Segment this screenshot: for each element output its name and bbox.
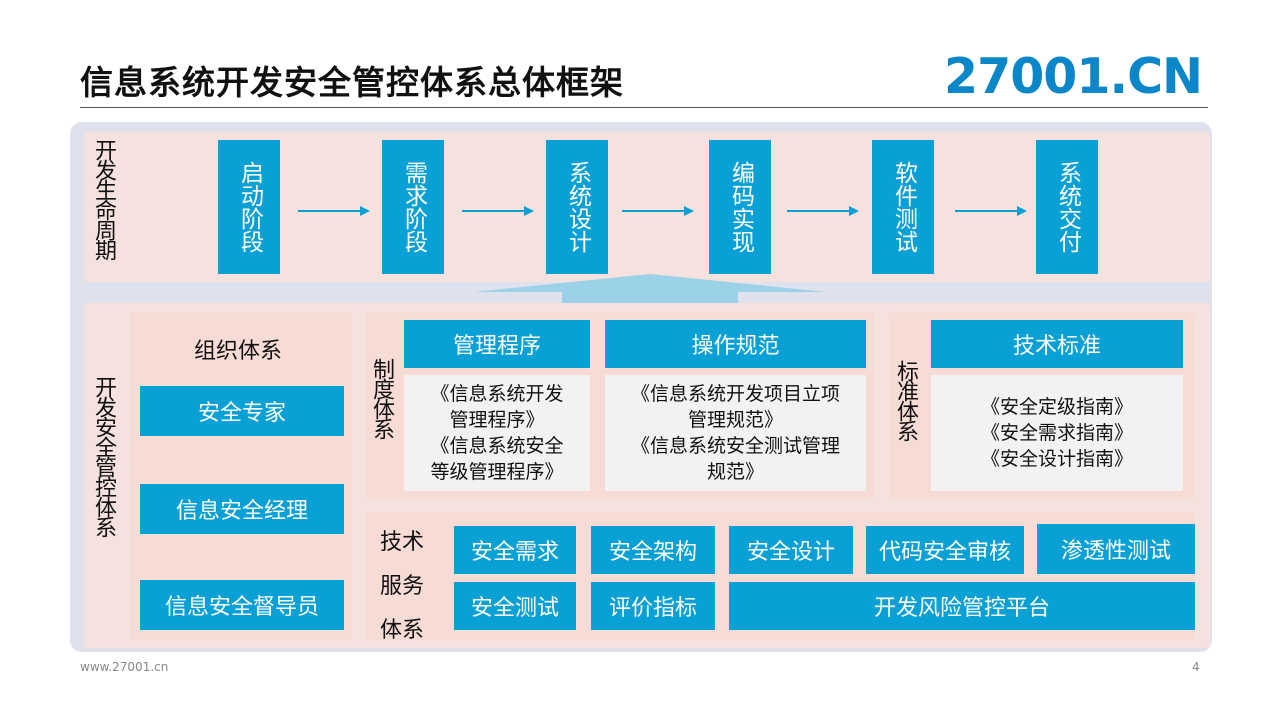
policy-col1-docs: 《信息系统开发 管理程序》 《信息系统安全 等级管理程序》 xyxy=(404,375,590,491)
brand-logo: 27001.CN xyxy=(944,48,1203,105)
doc-line: 《安全定级指南》 xyxy=(980,396,1133,418)
flow-arrow xyxy=(787,205,859,217)
tech-item-evaluation-metrics: 评价指标 xyxy=(591,582,715,630)
flow-arrow xyxy=(955,205,1027,217)
tech-item-risk-platform: 开发风险管控平台 xyxy=(729,582,1195,630)
org-title: 组织体系 xyxy=(194,339,283,364)
stage-requirements: 需求阶段 xyxy=(382,140,444,274)
stage-design: 系统设计 xyxy=(546,140,608,274)
role-security-expert: 安全专家 xyxy=(140,386,344,436)
stage-label: 软件测试 xyxy=(890,161,917,253)
page-number: 4 xyxy=(1192,660,1200,674)
stage-delivery: 系统交付 xyxy=(1036,140,1098,274)
stage-label: 编码实现 xyxy=(727,161,754,253)
doc-line: 管理程序》 xyxy=(449,409,545,431)
stage-label: 需求阶段 xyxy=(400,161,427,253)
title-divider xyxy=(80,107,1208,108)
tech-item-code-audit: 代码安全审核 xyxy=(866,526,1024,574)
framework-label: 开发安全管控体系 xyxy=(91,376,116,536)
policy-label: 制度体系 xyxy=(369,358,394,438)
role-security-supervisor: 信息安全督导员 xyxy=(140,580,344,630)
doc-line: 《信息系统开发项目立项 xyxy=(630,383,840,405)
doc-line: 《信息系统安全测试管理 xyxy=(630,435,840,457)
doc-line: 管理规范》 xyxy=(687,409,783,431)
doc-line: 《安全设计指南》 xyxy=(980,448,1133,470)
flow-arrow xyxy=(622,205,694,217)
stage-coding: 编码实现 xyxy=(709,140,771,274)
policy-col1-header: 管理程序 xyxy=(404,320,590,368)
doc-line: 《安全需求指南》 xyxy=(980,422,1133,444)
support-up-arrow xyxy=(474,274,826,312)
standards-label: 标准体系 xyxy=(893,360,918,440)
tech-item-security-requirements: 安全需求 xyxy=(454,526,576,574)
standards-docs: 《安全定级指南》 《安全需求指南》 《安全设计指南》 xyxy=(931,375,1183,491)
tech-item-security-testing: 安全测试 xyxy=(454,582,576,630)
standards-header: 技术标准 xyxy=(931,320,1183,368)
flow-arrow xyxy=(462,205,534,217)
flow-arrow xyxy=(298,205,370,217)
page-title: 信息系统开发安全管控体系总体框架 xyxy=(80,63,624,102)
footer-url: www.27001.cn xyxy=(80,660,169,674)
tech-label-line: 技术 xyxy=(380,530,425,555)
tech-label-line: 服务 xyxy=(380,574,425,599)
stage-label: 系统设计 xyxy=(564,161,591,253)
role-security-manager: 信息安全经理 xyxy=(140,484,344,534)
doc-line: 《信息系统安全 xyxy=(430,435,564,457)
stage-label: 系统交付 xyxy=(1054,161,1081,253)
stage-start: 启动阶段 xyxy=(218,140,280,274)
tech-label-line: 体系 xyxy=(380,618,425,643)
lifecycle-label: 开发生命周期 xyxy=(91,139,116,259)
tech-item-security-architecture: 安全架构 xyxy=(591,526,715,574)
doc-line: 等级管理程序》 xyxy=(430,461,564,483)
stage-testing: 软件测试 xyxy=(872,140,934,274)
policy-col2-header: 操作规范 xyxy=(605,320,866,368)
stage-label: 启动阶段 xyxy=(236,161,263,253)
policy-col2-docs: 《信息系统开发项目立项 管理规范》 《信息系统安全测试管理 规范》 xyxy=(605,375,866,491)
tech-item-penetration-test: 渗透性测试 xyxy=(1037,524,1195,574)
tech-item-security-design: 安全设计 xyxy=(729,526,853,574)
doc-line: 《信息系统开发 xyxy=(430,383,564,405)
doc-line: 规范》 xyxy=(706,461,764,483)
